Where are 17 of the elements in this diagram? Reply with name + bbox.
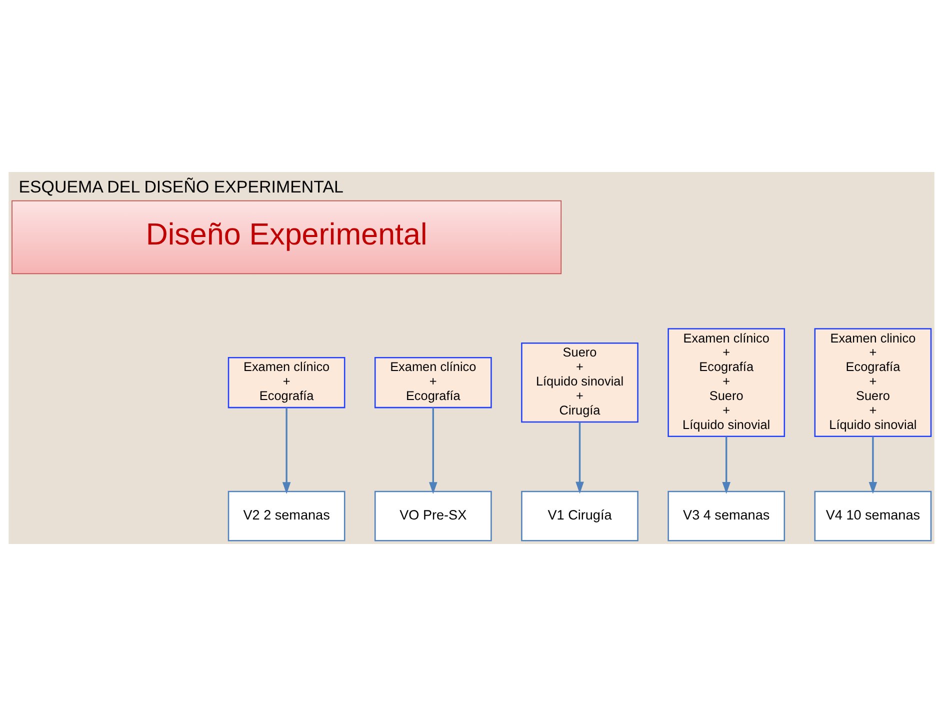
arrow <box>576 422 584 494</box>
node-box: V3 4 semanas <box>668 490 786 541</box>
arrow <box>429 407 438 494</box>
arrow <box>722 436 730 494</box>
node-box: V4 10 semanas <box>814 490 932 541</box>
node-box: Examen clinico + Ecografía + Suero + Líquido sinovial <box>814 328 932 437</box>
node-box: Diseño Experimental <box>12 200 562 274</box>
arrow <box>282 407 291 494</box>
node-box: VO Pre-SX <box>374 490 492 541</box>
node-box: Examen clínico + Ecografía <box>228 356 346 408</box>
diagram-title: ESQUEMA DEL DISEÑO EXPERIMENTAL <box>18 176 344 196</box>
node-box: Suero + Líquido sinovial + Cirugía <box>521 342 638 422</box>
node-box: V2 2 semanas <box>228 490 346 541</box>
node-box: Examen clínico + Ecografía + Suero + Líquido sinovial <box>668 328 786 437</box>
node-box: Examen clínico + Ecografía <box>374 356 492 408</box>
node-box: V1 Cirugía <box>521 490 638 541</box>
arrow <box>868 436 878 494</box>
